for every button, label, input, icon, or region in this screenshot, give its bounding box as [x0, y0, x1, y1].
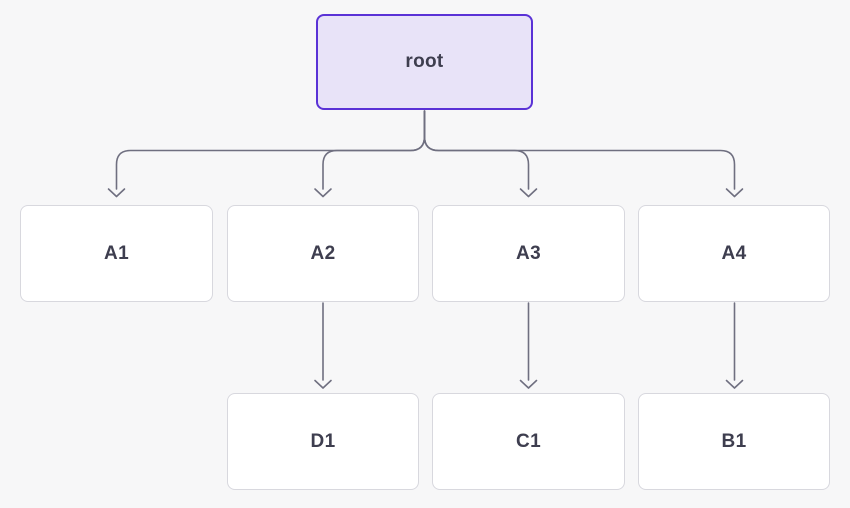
- node-a2-label: A2: [310, 242, 336, 264]
- arrowhead-a4-b1: [725, 379, 744, 389]
- node-b1-label: B1: [721, 430, 747, 452]
- node-a4[interactable]: A4: [638, 205, 830, 302]
- node-b1[interactable]: B1: [638, 393, 830, 490]
- node-a3[interactable]: A3: [432, 205, 625, 302]
- edge-root-a4: [423, 110, 736, 190]
- node-c1-label: C1: [516, 430, 541, 452]
- arrowhead-root-a4: [725, 188, 744, 198]
- node-a3-label: A3: [516, 242, 541, 264]
- node-a1-label: A1: [104, 242, 129, 264]
- node-a1[interactable]: A1: [20, 205, 213, 302]
- node-d1[interactable]: D1: [227, 393, 419, 490]
- node-a4-label: A4: [721, 242, 747, 264]
- node-root[interactable]: root: [316, 14, 533, 110]
- edge-root-a1: [115, 110, 426, 190]
- node-root-label: root: [405, 51, 444, 72]
- edge-root-a3: [423, 110, 530, 190]
- arrowhead-a3-c1: [519, 379, 538, 389]
- edge-root-a2: [322, 110, 426, 190]
- node-a2[interactable]: A2: [227, 205, 419, 302]
- node-d1-label: D1: [310, 430, 336, 452]
- node-c1[interactable]: C1: [432, 393, 625, 490]
- arrowhead-root-a3: [519, 188, 538, 198]
- arrowhead-root-a2: [314, 188, 332, 198]
- arrowhead-root-a1: [107, 188, 126, 198]
- arrowhead-a2-d1: [314, 379, 332, 389]
